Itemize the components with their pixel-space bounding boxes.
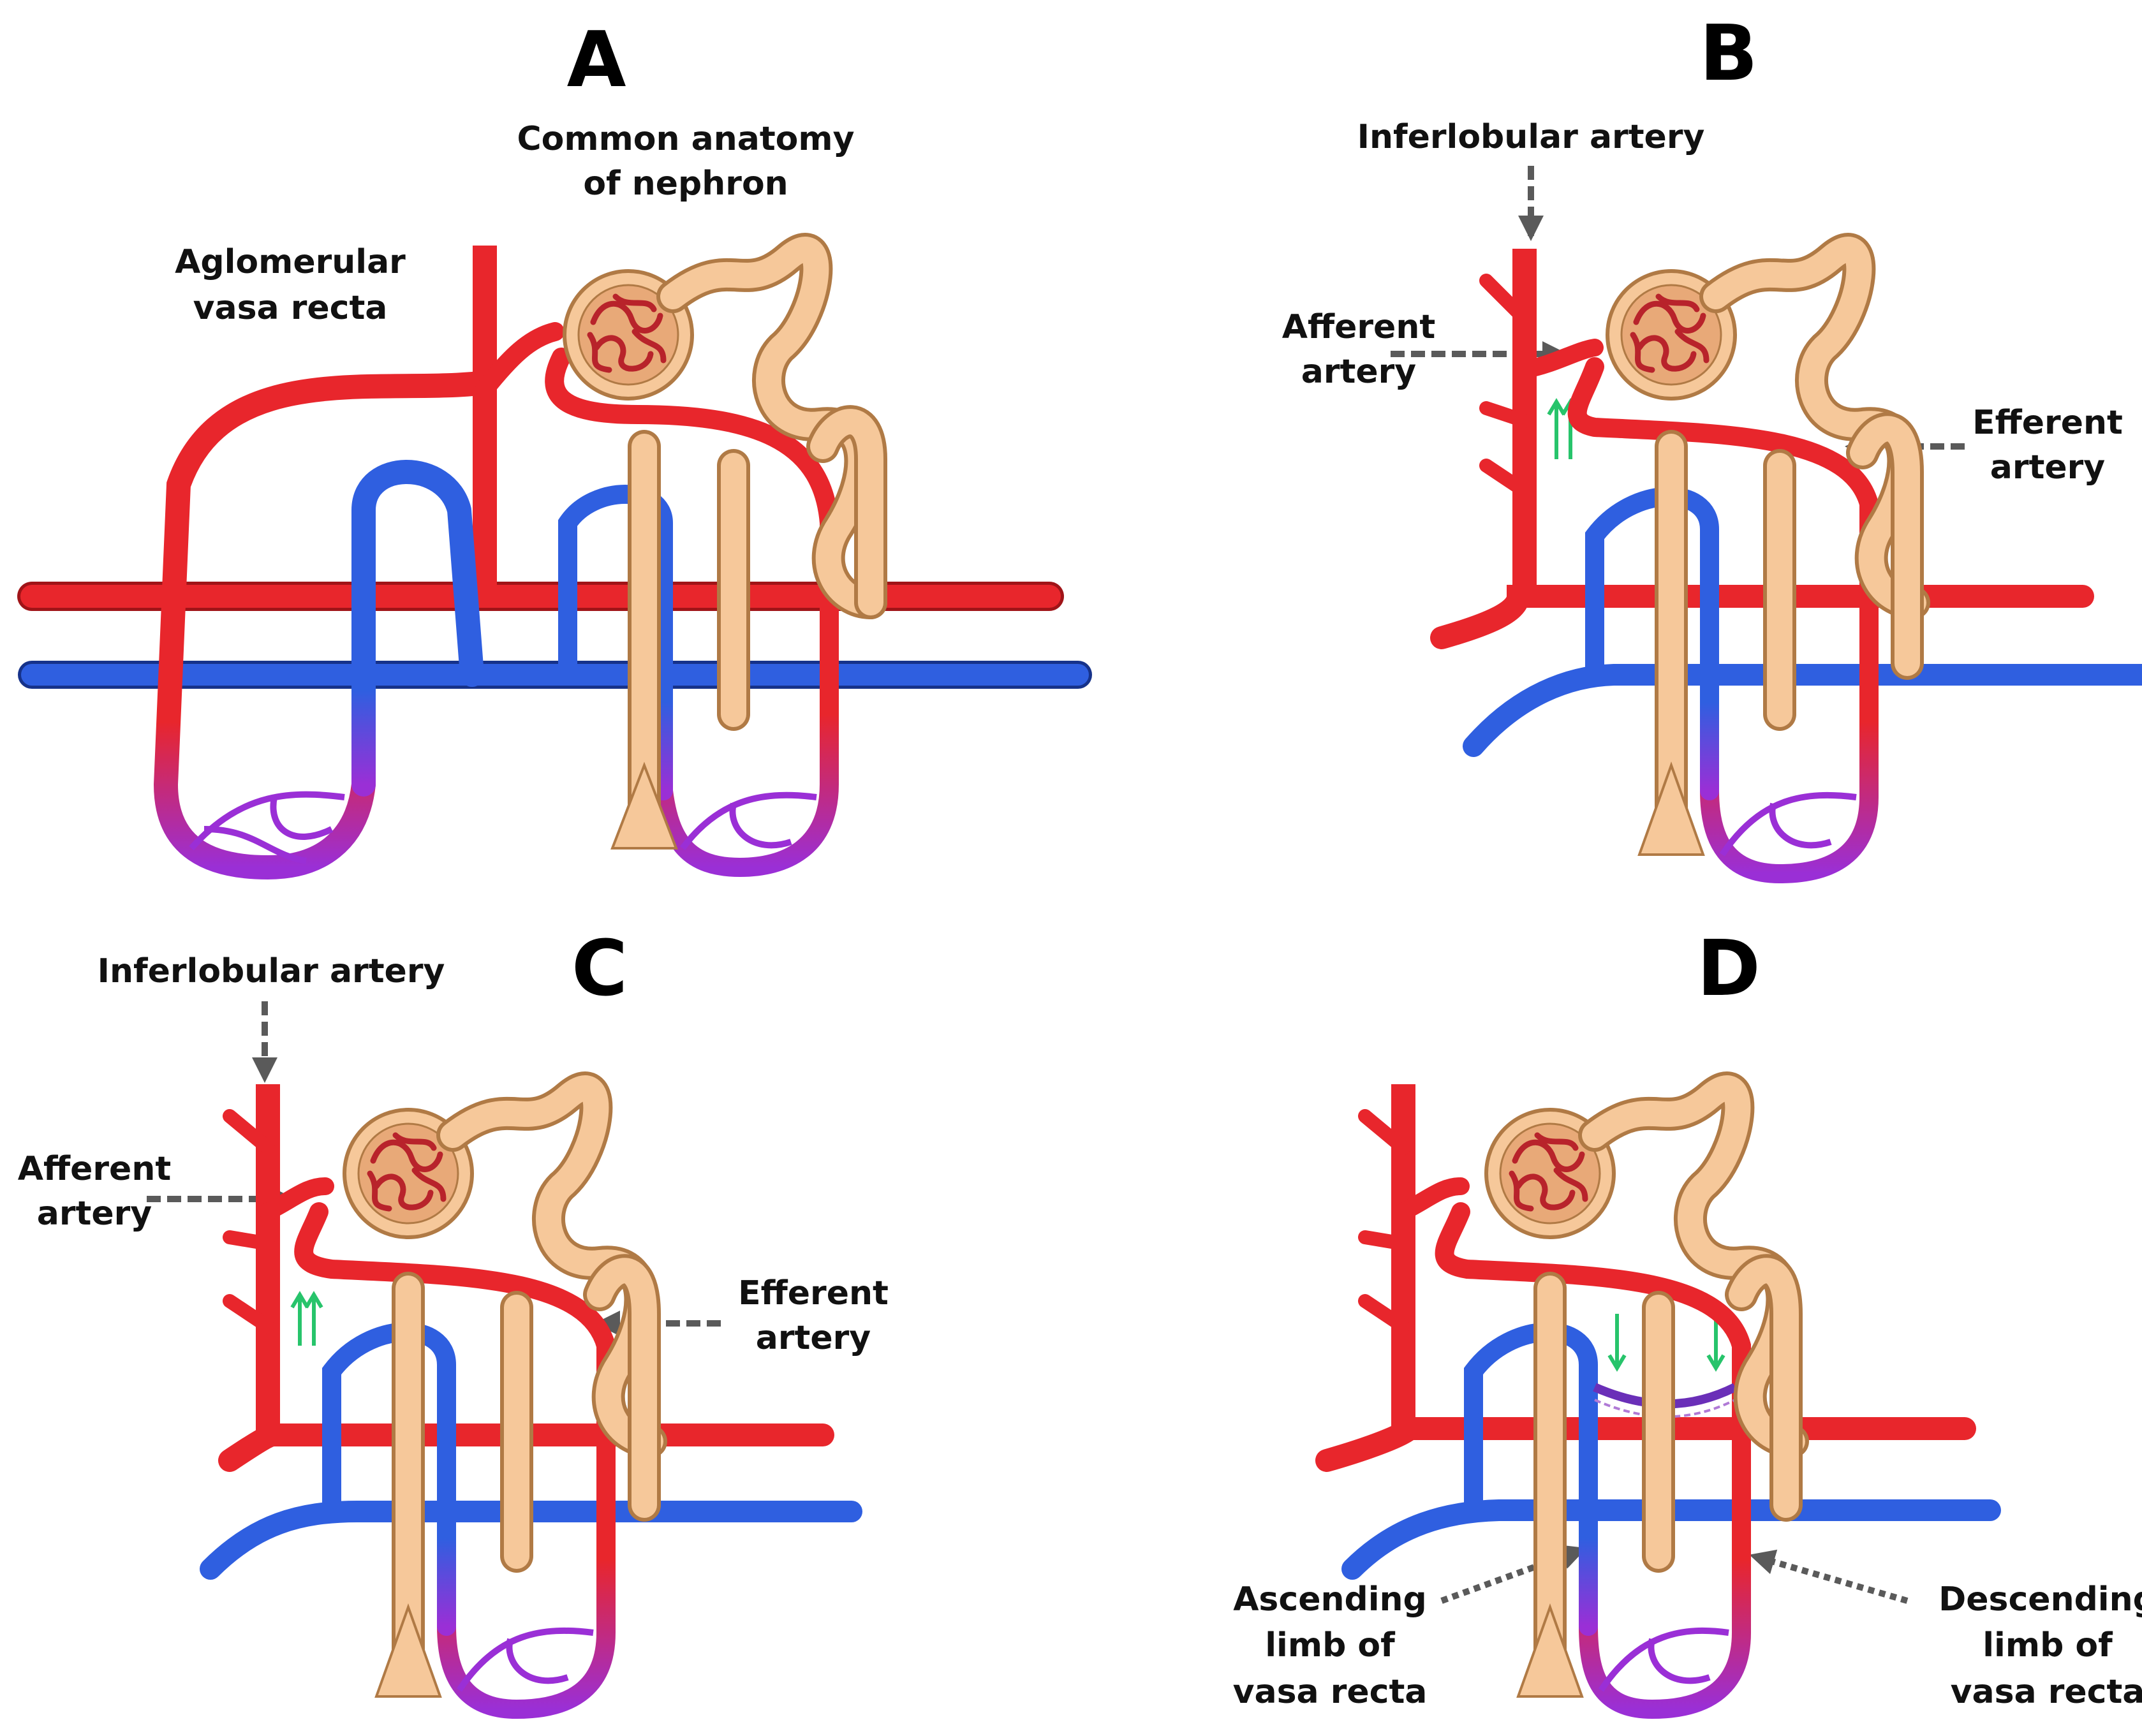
panel-a: A Common anatomy of nephron Aglomerular …: [17, 16, 1092, 880]
label-efferent-c-1: Efferent: [738, 1274, 889, 1313]
label-common-anatomy-2: of nephron: [583, 165, 788, 203]
label-common-anatomy-1: Common anatomy: [517, 120, 855, 158]
label-aglomerular-1: Aglomerular: [175, 243, 406, 281]
panel-c-letter: C: [572, 925, 628, 1013]
label-efferent-b-1: Efferent: [1972, 404, 2123, 442]
ascending-limb-vasa-recta: [1464, 1322, 1598, 1636]
pointer-ascending: [1440, 1545, 1587, 1604]
arcuate-vein-c: [200, 1501, 862, 1580]
panel-a-letter: A: [567, 16, 626, 105]
arcuate-artery-d: [1315, 1417, 1976, 1472]
label-afferent-c-2: artery: [37, 1195, 152, 1233]
panel-b-letter: B: [1699, 10, 1757, 98]
label-afferent-b-2: artery: [1301, 353, 1416, 391]
label-aglomerular-2: vasa recta: [193, 289, 388, 327]
pointer-descending: [1749, 1549, 1909, 1604]
descending-limb-vasa-recta: [1435, 1202, 1751, 1719]
panel-c: C Inferlobular artery Afferent artery Ef…: [18, 925, 889, 1719]
panel-d-letter: D: [1697, 925, 1761, 1013]
aglomerular-vasa-recta: [153, 371, 497, 880]
label-descending-1: Descending: [1939, 1580, 2142, 1619]
arcuate-artery-c: [218, 1423, 834, 1472]
flow-arrows-c: [290, 1291, 323, 1346]
label-efferent-b-2: artery: [1990, 448, 2105, 487]
label-ascending-3: vasa recta: [1233, 1673, 1428, 1711]
efferent-vessel-c: [294, 1202, 616, 1719]
afferent-vessel-a: [475, 322, 565, 399]
panel-b: B Inferlobular artery Afferent artery Ef…: [1282, 10, 2142, 884]
label-ascending-2: limb of: [1265, 1626, 1396, 1665]
label-efferent-c-2: artery: [756, 1319, 871, 1357]
arcuate-vein-b: [1463, 664, 2142, 757]
arcuate-vein-d: [1341, 1499, 2001, 1580]
label-interlobular-c: Inferlobular artery: [98, 952, 445, 990]
label-ascending-1: Ascending: [1233, 1580, 1427, 1619]
efferent-vessel-b: [1567, 357, 1879, 884]
arcuate-artery-b: [1430, 585, 2094, 649]
efferent-vessel-a: [545, 348, 839, 878]
label-descending-2: limb of: [1983, 1626, 2113, 1665]
label-interlobular-b: Inferlobular artery: [1357, 118, 1705, 156]
panel-d: D Ascending limb of vasa recta Descendin…: [1233, 925, 2142, 1719]
capillary-plexus-a: [189, 791, 345, 864]
label-afferent-c-1: Afferent: [18, 1150, 171, 1188]
label-descending-3: vasa recta: [1951, 1673, 2142, 1711]
label-afferent-b-1: Afferent: [1282, 308, 1435, 346]
